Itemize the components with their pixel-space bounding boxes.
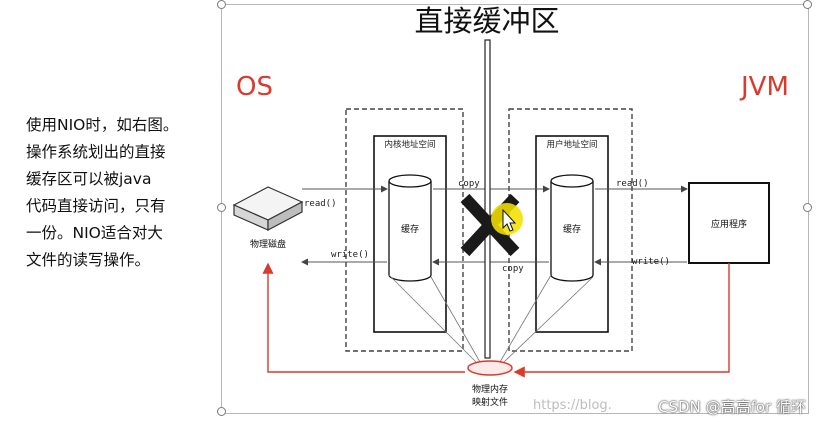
- read-label-left: read(): [304, 199, 337, 209]
- disk-icon: [232, 186, 304, 231]
- mapped-memory-path: [262, 262, 730, 378]
- space-divider: [484, 39, 491, 359]
- write-label-right: write(): [632, 257, 670, 267]
- kernel-buffer-label: 缓存: [401, 223, 419, 235]
- mapped-memory-label-line2: 映射文件: [472, 396, 508, 408]
- mouse-cursor-icon: [502, 208, 517, 232]
- explanation-line: 缓存区可以被java: [26, 170, 152, 188]
- user-buffer-cylinder: [550, 174, 594, 282]
- application-label: 应用程序: [711, 218, 747, 230]
- csdn-credit: CSDN @高高for 循环: [658, 398, 806, 416]
- copy-label-top: copy: [458, 179, 480, 189]
- resize-handle-middle-left[interactable]: [217, 203, 226, 212]
- explanation-line: 使用NIO时，如右图。: [26, 116, 179, 134]
- user-space-label: 用户地址空间: [546, 139, 597, 150]
- blog-watermark: https://blog.: [533, 398, 612, 413]
- explanation-line: 一份。NIO适合对大: [26, 224, 163, 242]
- explanation-line: 代码直接访问，只有: [26, 197, 166, 215]
- resize-handle-bottom-left[interactable]: [217, 407, 226, 416]
- resize-handle-top-right[interactable]: [803, 0, 812, 9]
- resize-handle-middle-right[interactable]: [803, 203, 812, 212]
- user-buffer-label: 缓存: [563, 223, 581, 235]
- resize-handle-top-left[interactable]: [217, 0, 226, 9]
- kernel-space-label: 内核地址空间: [384, 139, 435, 150]
- jvm-label: JVM: [739, 72, 789, 102]
- explanation-text: 使用NIO时，如右图。 操作系统划出的直接 缓存区可以被java 代码直接访问，…: [26, 112, 216, 274]
- explanation-line: 操作系统划出的直接: [26, 143, 166, 161]
- application-box: [688, 182, 770, 264]
- kernel-buffer-cylinder: [388, 174, 432, 282]
- diagram-title: 直接缓冲区: [414, 4, 559, 38]
- read-label-right: read(): [616, 179, 649, 189]
- copy-label-bottom: copy: [502, 264, 524, 274]
- os-label: OS: [236, 72, 273, 102]
- kernel-region: [345, 108, 464, 352]
- write-label-left: write(): [331, 250, 369, 260]
- mapped-memory-label-line1: 物理内存: [472, 383, 508, 395]
- mapped-memory-ellipse: [467, 360, 513, 376]
- disk-label: 物理磁盘: [250, 238, 286, 250]
- mapping-lines: [388, 274, 594, 363]
- explanation-line: 文件的读写操作。: [26, 251, 151, 269]
